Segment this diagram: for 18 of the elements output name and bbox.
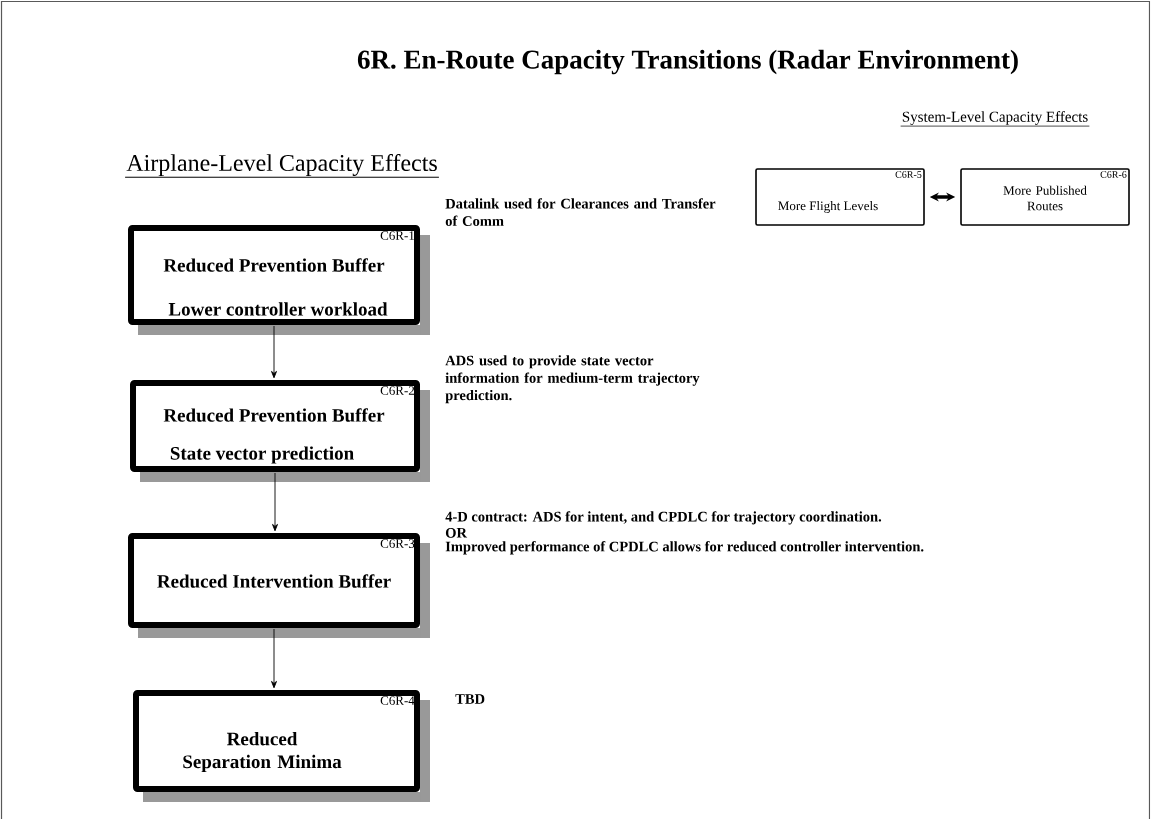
process-box: C6R-5 More Flight Levels	[755, 168, 925, 226]
section-heading: System-Level Capacity Effects	[900, 111, 1090, 127]
process-box: C6R-4 Reduced Separation Minima	[133, 690, 430, 802]
section-heading: Airplane-Level Capacity Effects	[124, 153, 440, 178]
process-box: C6R-1 Reduced Prevention Buffer Lower controller workload	[128, 225, 430, 335]
arrow	[271, 628, 277, 689]
description-text: ADS used to provide state vector information for medium-term trajectory prediction.	[445, 355, 700, 404]
arrow	[271, 325, 277, 379]
description-text: 4-D contract: ADS for intent, and CPDLC for trajectory coordination.	[445, 511, 882, 525]
arrow	[272, 472, 278, 532]
process-box: C6R-3 Reduced Intervention Buffer	[128, 533, 430, 638]
process-box: C6R-2 Reduced Prevention Buffer State vector prediction	[130, 380, 430, 482]
title: 6R. En-Route Capacity Transitions (Radar Environment)	[357, 49, 1018, 75]
description-text: Datalink used for Clearances and Transfer of Comm	[445, 198, 716, 226]
process-box: C6R-6 More Published Routes	[960, 168, 1130, 226]
description-text: OR	[445, 527, 468, 538]
description-text: TBD	[455, 694, 485, 704]
description-text: Improved performance of CPDLC allows for reduced controller intervention.	[445, 541, 924, 555]
